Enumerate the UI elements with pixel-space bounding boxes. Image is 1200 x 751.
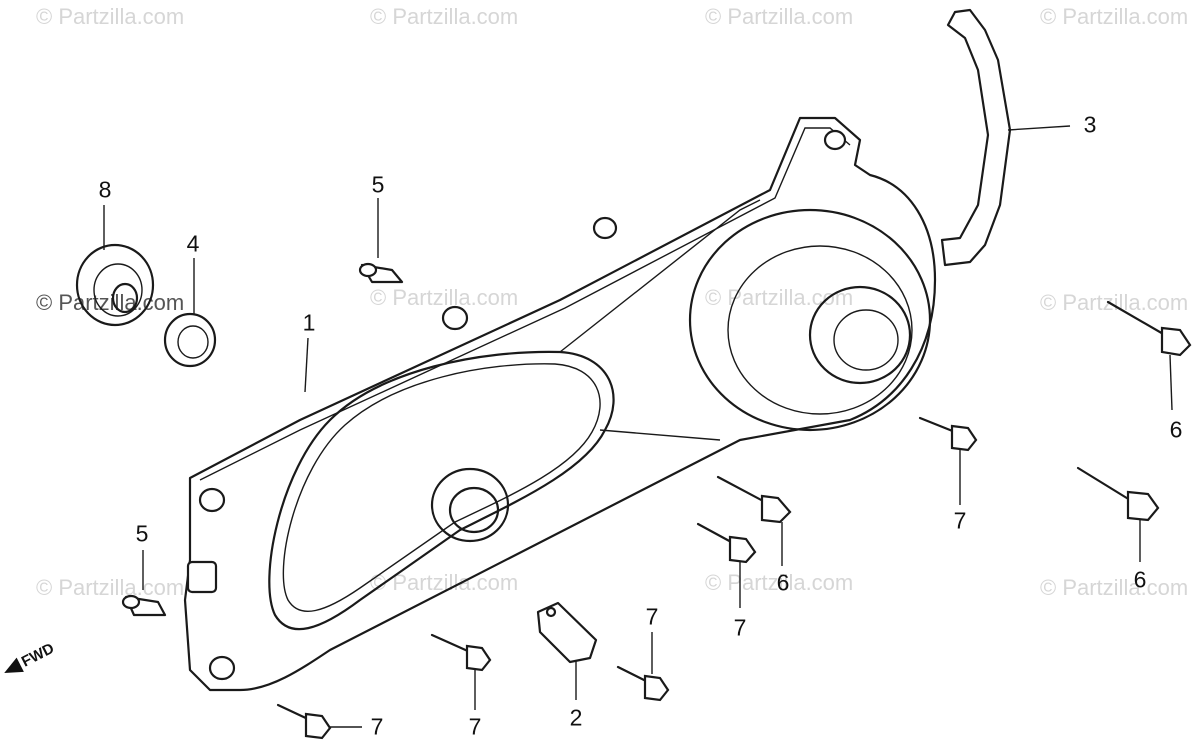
watermark: © Partzilla.com: [1040, 290, 1189, 315]
part-4-oil-seal[interactable]: [163, 312, 217, 368]
callout-1: 1: [302, 309, 316, 336]
part-5-dowel-pin-upper[interactable]: [358, 262, 404, 284]
callout-7: 7: [468, 713, 482, 740]
watermark: © Partzilla.com: [36, 575, 185, 600]
watermark: © Partzilla.com: [1040, 575, 1189, 600]
part-2-bracket[interactable]: [536, 601, 598, 664]
callout-5: 5: [371, 171, 385, 198]
callout-7: 7: [733, 614, 747, 641]
bolt-6-center[interactable]: [716, 475, 792, 524]
watermark: © Partzilla.com: [370, 285, 519, 310]
bolt-6-right-upper[interactable]: [1106, 300, 1192, 357]
callout-7: 7: [953, 507, 967, 534]
callout-3: 3: [1083, 111, 1097, 138]
part-5-dowel-pin-lower[interactable]: [121, 594, 167, 617]
callout-6: 6: [1133, 566, 1147, 593]
bolt-6-right-lower[interactable]: [1076, 466, 1160, 522]
watermark: © Partzilla.com: [370, 4, 519, 29]
watermark: © Partzilla.com: [36, 4, 185, 29]
part-3-clip[interactable]: [940, 8, 1012, 267]
callout-6: 6: [1169, 416, 1183, 443]
watermark: © Partzilla.com: [705, 4, 854, 29]
callout-4: 4: [186, 230, 200, 257]
callout-7: 7: [370, 713, 384, 740]
bolt-7-bottom-right[interactable]: [616, 665, 670, 702]
callout-2: 2: [569, 704, 583, 731]
bolt-7-bottom-mid[interactable]: [430, 633, 492, 672]
bolt-7-center[interactable]: [696, 522, 757, 564]
leader-lines: [103, 125, 1173, 728]
callout-5: 5: [135, 520, 149, 547]
callout-8: 8: [98, 176, 112, 203]
callout-6: 6: [776, 569, 790, 596]
watermark: © Partzilla.com: [705, 570, 854, 595]
part-1-left-crankcase-cover[interactable]: [183, 116, 937, 692]
watermark: © Partzilla.com: [1040, 4, 1189, 29]
watermark: © Partzilla.com: [36, 290, 185, 315]
bolt-7-right-mid[interactable]: [918, 416, 978, 452]
callout-7: 7: [645, 603, 659, 630]
part-8-bearing[interactable]: [75, 243, 155, 327]
bolt-7-bottom-left[interactable]: [276, 703, 332, 740]
